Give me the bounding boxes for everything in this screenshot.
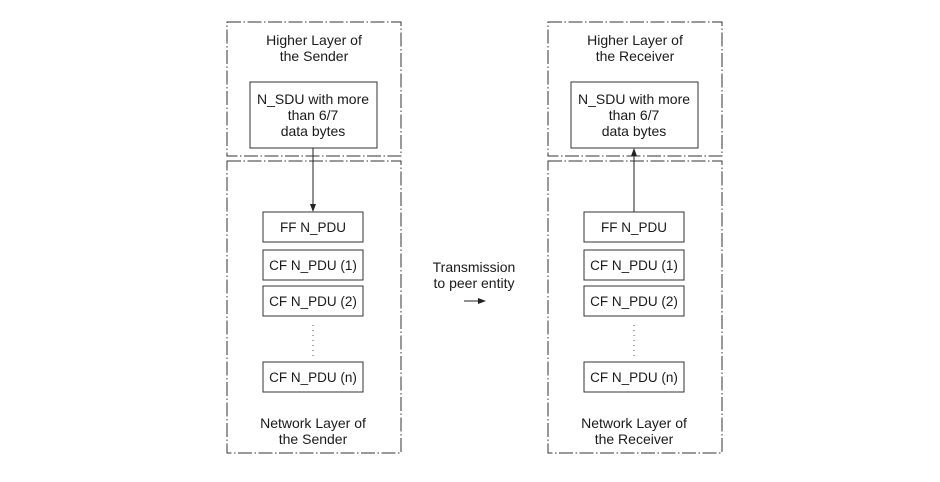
receiver-cf-pdu-1-box (583, 249, 685, 281)
receiver-sdu-label-line3: data bytes (602, 123, 667, 139)
sender-cf-pdu-1-label: CF N_PDU (1) (269, 258, 357, 273)
sender-sdu-label-line1: N_SDU with more (257, 91, 369, 107)
sender-higher-layer-frame (226, 21, 402, 157)
receiver-cf-pdu-2-label: CF N_PDU (2) (590, 294, 678, 309)
sender-cf-pdu-1-box (262, 249, 364, 281)
receiver-higher-layer-label-line2: the Receiver (596, 48, 675, 64)
receiver-network-layer-label-line1: Network Layer of (581, 415, 687, 431)
receiver-ff-pdu-box (583, 211, 685, 243)
receiver-sdu-label-line1: N_SDU with more (578, 91, 690, 107)
sender-network-layer-label-line2: the Sender (279, 431, 348, 447)
receiver-higher-layer-frame (547, 21, 723, 157)
receiver-sdu-label-line2: than 6/7 (609, 107, 660, 123)
sender-cf-pdu-n-label: CF N_PDU (n) (269, 370, 357, 385)
sender-cf-pdu-2-box (262, 285, 364, 317)
receiver-cf-pdu-2-box (583, 285, 685, 317)
receiver-network-layer-label-line2: the Receiver (595, 431, 674, 447)
receiver-ff-pdu-label: FF N_PDU (601, 220, 667, 235)
sender-higher-layer-label-line1: Higher Layer of (266, 32, 362, 48)
transmission-label-line1: Transmission (433, 259, 516, 275)
receiver-sdu-box (570, 81, 699, 149)
transmission-indicator: Transmission to peer entity (433, 259, 516, 304)
sender-sdu-box (249, 81, 378, 149)
receiver-cf-pdu-n-label: CF N_PDU (n) (590, 370, 678, 385)
sender-cf-pdu-2-label: CF N_PDU (2) (269, 294, 357, 309)
transmission-label-line2: to peer entity (434, 275, 515, 291)
sender-network-layer-label-line1: Network Layer of (260, 415, 366, 431)
sender-higher-layer-label-line2: the Sender (280, 48, 349, 64)
receiver-cf-pdu-1-label: CF N_PDU (1) (590, 258, 678, 273)
sender-sdu-label-line2: than 6/7 (288, 107, 339, 123)
sender-ff-pdu-label: FF N_PDU (280, 220, 346, 235)
sender-stack: Higher Layer of the Sender N_SDU with mo… (226, 21, 402, 454)
sender-cf-pdu-n-box (262, 361, 364, 393)
receiver-cf-pdu-n-box (583, 361, 685, 393)
receiver-network-layer-frame (547, 160, 723, 454)
receiver-stack: Higher Layer of the Receiver N_SDU with … (547, 21, 723, 454)
sender-sdu-label-line3: data bytes (281, 123, 346, 139)
sender-ff-pdu-box (262, 211, 364, 243)
sender-network-layer-frame (226, 160, 402, 454)
receiver-higher-layer-label-line1: Higher Layer of (587, 32, 683, 48)
